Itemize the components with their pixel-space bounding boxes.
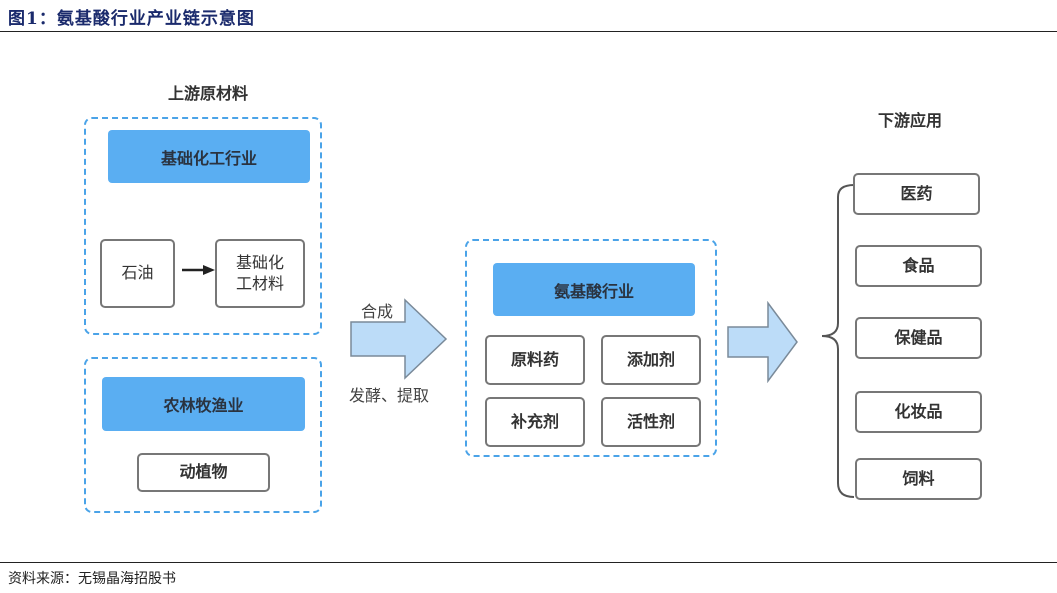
downstream-item-health-products: 保健品 <box>855 317 982 359</box>
upstream-group-agriculture <box>84 357 322 513</box>
chemical-materials-line1: 基础化 <box>235 252 284 272</box>
upstream-label: 上游原材料 <box>168 84 249 103</box>
flow-arrow-icon <box>182 265 215 275</box>
chemical-materials-line2: 工材料 <box>235 273 284 293</box>
downstream-label: 下游应用 <box>878 111 943 130</box>
midstream-group <box>465 239 717 457</box>
plants-animals-box: 动植物 <box>137 453 270 492</box>
petroleum-box: 石油 <box>100 239 175 308</box>
downstream-item-cosmetics: 化妆品 <box>855 391 982 433</box>
process-synthesis-label: 合成 <box>361 302 394 321</box>
chemical-materials-box: 基础化 工材料 <box>215 239 305 308</box>
downstream-arrow-icon <box>727 301 798 383</box>
bottom-rule <box>0 562 1057 563</box>
process-arrow-icon <box>350 298 448 380</box>
supplement-box: 补充剂 <box>485 397 585 447</box>
figure-title: 图1：氨基酸行业产业链示意图 <box>8 9 255 29</box>
downstream-item-medicine: 医药 <box>853 173 980 215</box>
agriculture-header: 农林牧渔业 <box>102 377 305 431</box>
amino-acid-industry-header: 氨基酸行业 <box>493 263 695 316</box>
downstream-item-food: 食品 <box>855 245 982 287</box>
active-agent-box: 活性剂 <box>601 397 701 447</box>
upstream-group-chemical <box>84 117 322 335</box>
source-note: 资料来源：无锡晶海招股书 <box>8 571 176 587</box>
process-fermentation-label: 发酵、提取 <box>349 386 430 405</box>
additive-box: 添加剂 <box>601 335 701 385</box>
brace-icon <box>821 184 855 498</box>
top-rule <box>0 31 1057 32</box>
api-box: 原料药 <box>485 335 585 385</box>
chemical-industry-header: 基础化工行业 <box>108 130 310 183</box>
downstream-item-feed: 饲料 <box>855 458 982 500</box>
